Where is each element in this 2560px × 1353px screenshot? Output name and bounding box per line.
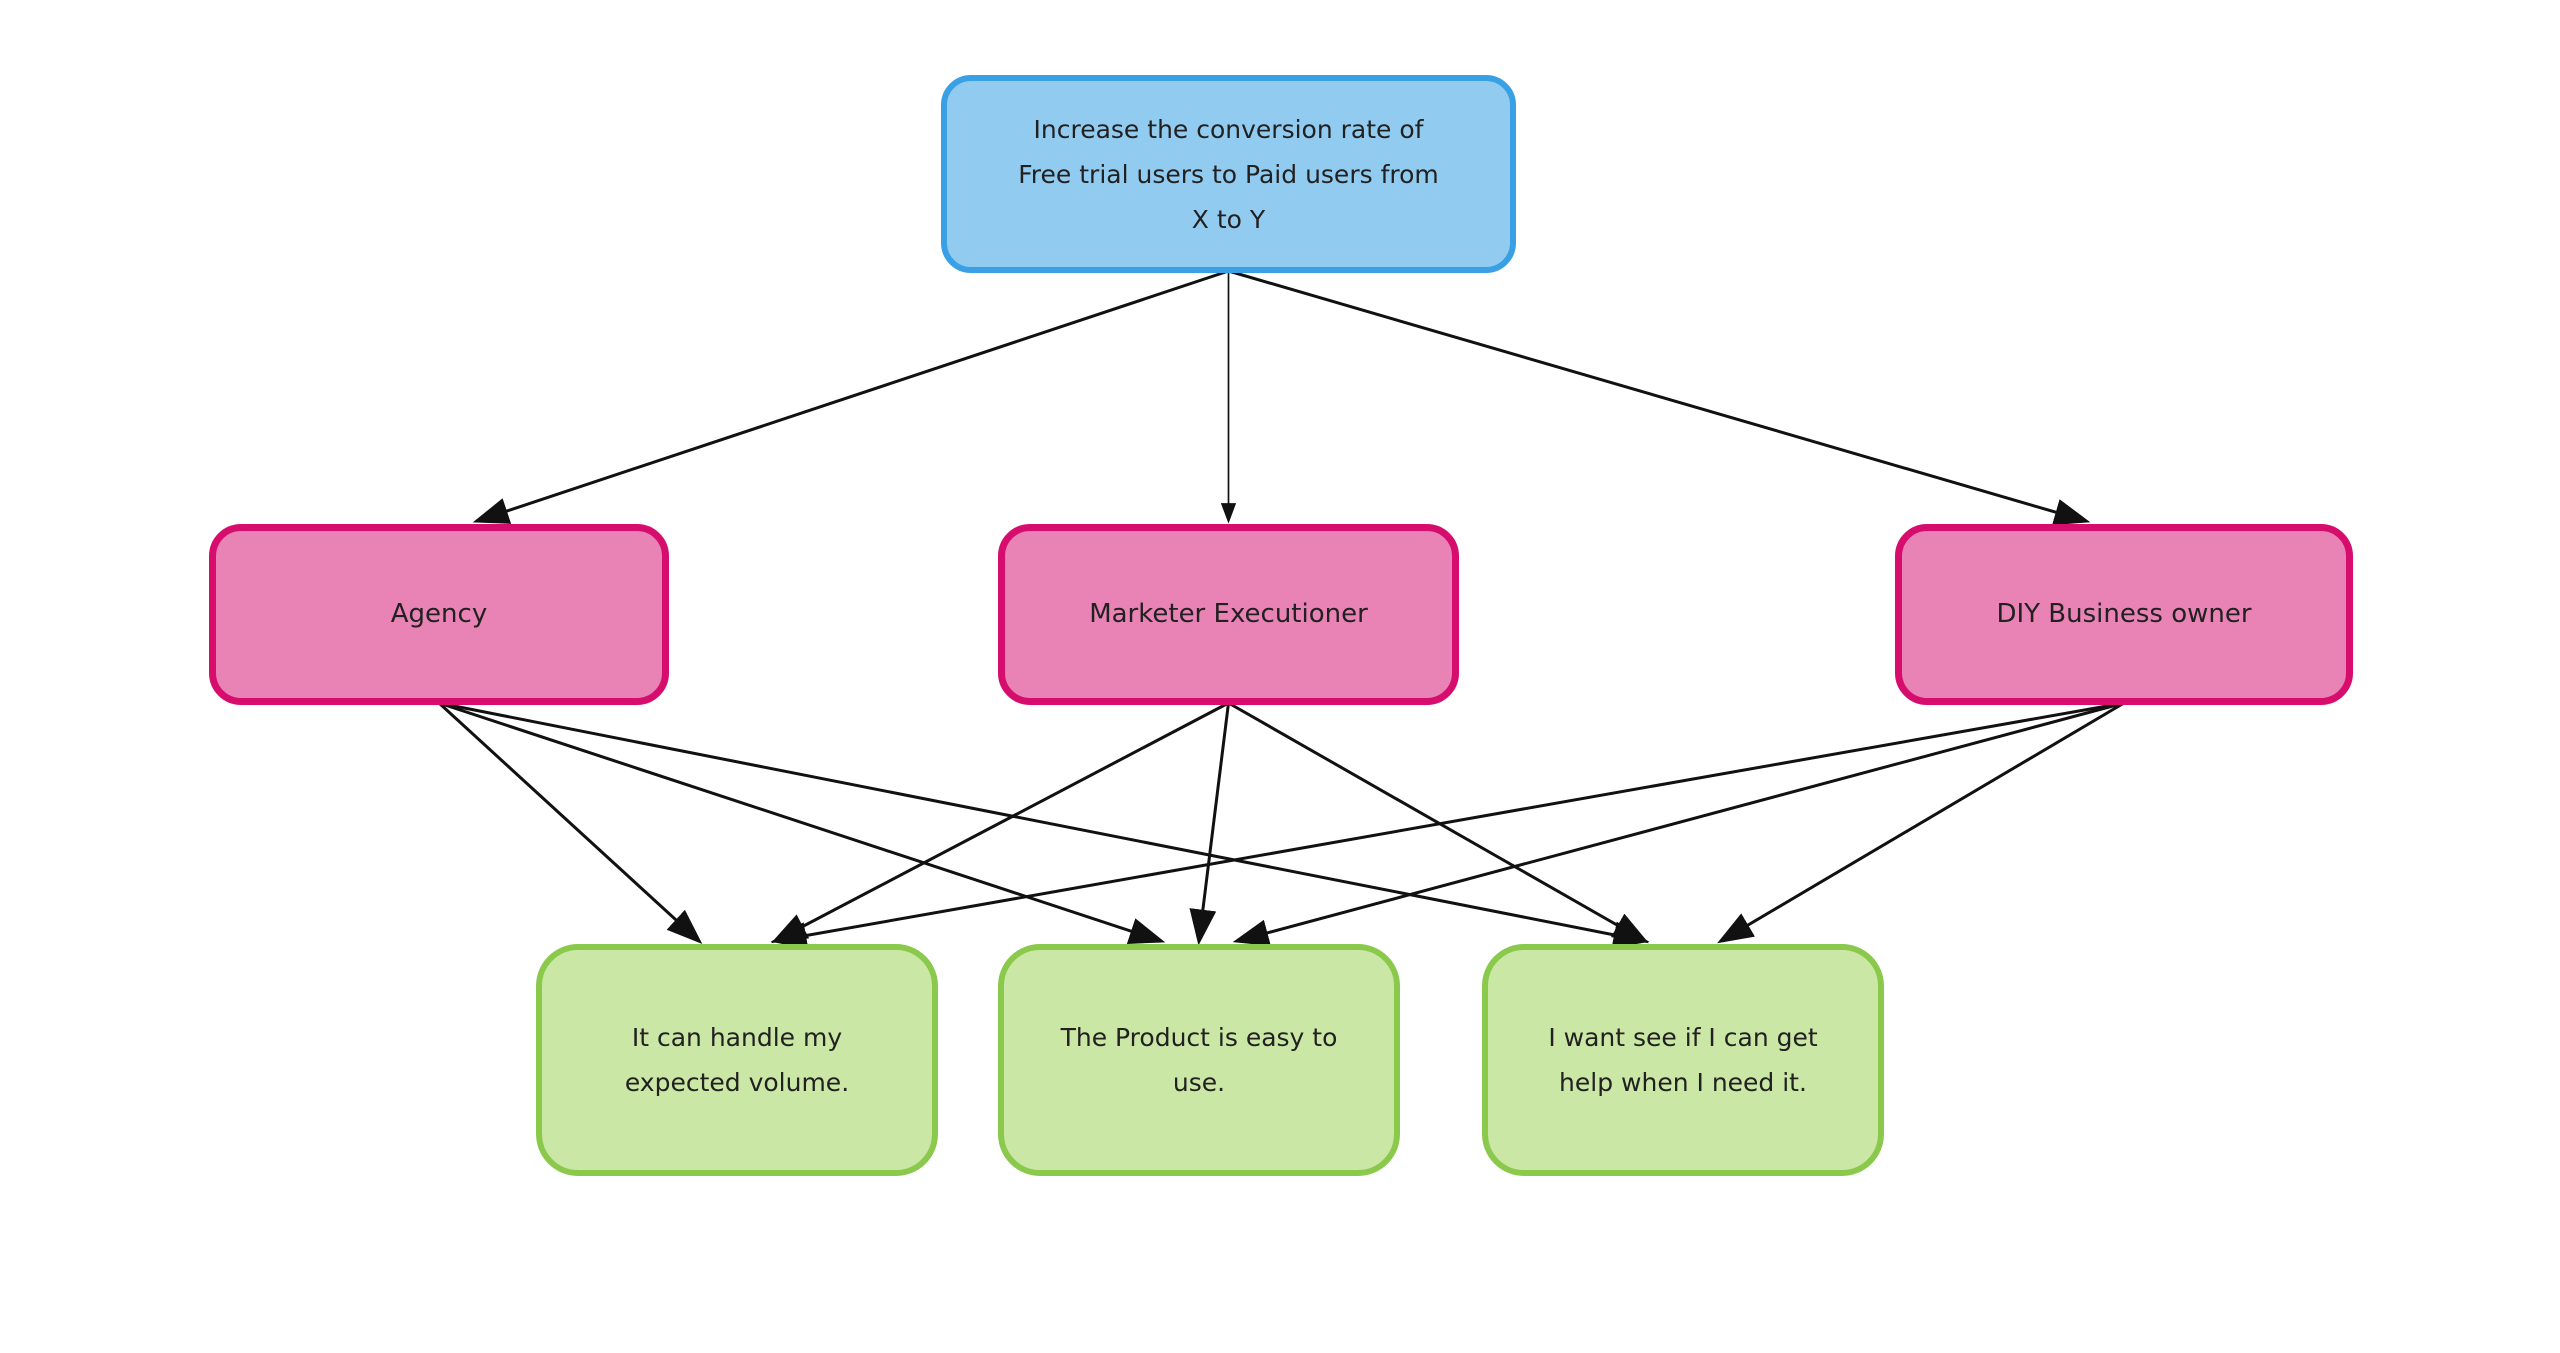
persona-node-agency[interactable]: Agency: [209, 524, 669, 705]
edge-persona_diy-to-need_easy: [1232, 701, 2125, 946]
edge-goal-to-persona_diy: [1228, 269, 2091, 526]
persona-node-marketer-executioner[interactable]: Marketer Executioner: [998, 524, 1459, 705]
edge-persona_agency-to-need_easy: [438, 701, 1166, 944]
goal-node[interactable]: Increase the conversion rate of Free tri…: [941, 75, 1516, 273]
persona-node-diy-business-owner[interactable]: DIY Business owner: [1895, 524, 2353, 705]
edge-goal-to-persona_agency: [472, 269, 1229, 524]
edge-persona_marketer-to-need_easy: [1189, 702, 1230, 946]
edge-persona_agency-to-need_help: [438, 701, 1650, 949]
edge-persona_marketer-to-need_volume: [771, 701, 1230, 944]
need-node-easy-to-use[interactable]: The Product is easy to use.: [998, 944, 1400, 1176]
edge-persona_agency-to-need_volume: [437, 701, 703, 945]
edge-persona_diy-to-need_volume: [770, 701, 2125, 949]
need-node-get-help[interactable]: I want see if I can get help when I need…: [1482, 944, 1884, 1176]
need-node-expected-volume[interactable]: It can handle my expected volume.: [536, 944, 938, 1176]
edge-persona_diy-to-need_help: [1717, 701, 2125, 944]
edge-persona_marketer-to-need_help: [1227, 701, 1649, 944]
